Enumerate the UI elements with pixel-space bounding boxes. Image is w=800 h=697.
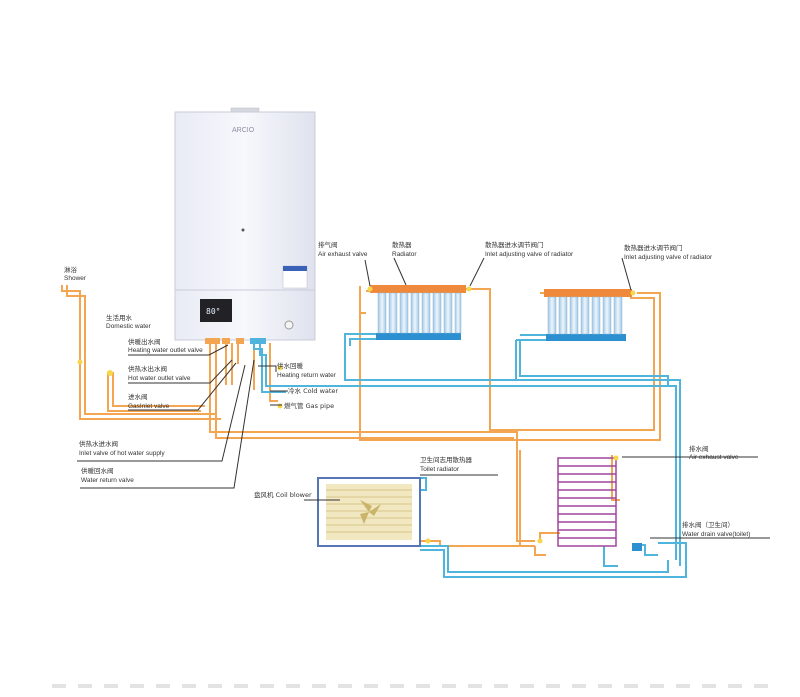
toilet-inlet-valve[interactable]: [537, 538, 543, 544]
label-gas-pipe: 燃气管 Gas pipe: [284, 401, 334, 410]
label-heating-outlet-en: Heating water outlet valve: [128, 347, 203, 354]
domestic-valve[interactable]: [107, 370, 113, 376]
boiler-unit: 80° ARCIO: [174, 107, 316, 344]
toilet-radiator: [557, 457, 617, 547]
gas-valve[interactable]: [277, 403, 283, 409]
label-inlet-adj-1-en: Inlet adjusting valve of radiator: [485, 251, 574, 258]
label-coil-blower: 盘风机 Coil blower: [254, 490, 312, 499]
label-inlet-adj-2-en: Inlet adjusting valve of radiator: [624, 254, 713, 261]
label-return-valve-cn: 供暖回水阀: [81, 466, 114, 475]
label-gas-inlet-cn: 进水阀: [128, 392, 148, 401]
label-radiator-en: Radiator: [392, 251, 417, 258]
radiator-1: [367, 285, 472, 340]
label-air-exhaust-1-cn: 排气阀: [318, 240, 338, 249]
inlet-adjusting-valve-2[interactable]: [630, 290, 636, 296]
boiler-brand: ARCIO: [232, 127, 255, 134]
coil-valve[interactable]: [425, 538, 431, 544]
label-inlet-hot-en: Inlet valve of hot water supply: [79, 450, 165, 457]
label-inlet-hot-cn: 供热水进水阀: [79, 439, 118, 448]
air-exhaust-valve-1[interactable]: [367, 286, 373, 292]
inlet-adjusting-valve-1[interactable]: [466, 286, 472, 292]
boiler-display: 80°: [206, 307, 220, 316]
heating-return-valve[interactable]: [277, 365, 283, 371]
label-gas-inlet-en: GasInlet valve: [128, 403, 170, 410]
label-heating-return-cn: 供水回暖: [277, 361, 304, 370]
label-radiator-cn: 散热器: [392, 240, 412, 249]
label-air-exhaust-1-en: Air exhaust valve: [318, 251, 368, 258]
label-drain-cn: 排水阀（卫生间）: [682, 520, 734, 529]
label-domestic-cn: 生活用水: [106, 313, 133, 322]
water-drain-valve[interactable]: [632, 543, 642, 551]
label-hot-outlet-en: Hot water outlet valve: [128, 375, 191, 382]
label-domestic-en: Domestic water: [106, 323, 152, 330]
label-air-exhaust-2-en: Air exhaust valve: [689, 454, 739, 461]
label-toilet-radiator-en: Toilet radiator: [420, 466, 460, 473]
label-heating-return-en: Heating return water: [277, 372, 337, 379]
leader-lines: [77, 257, 770, 539]
label-drain-en: Water drain valve(toilet): [682, 531, 750, 538]
label-air-exhaust-2-cn: 排水阀: [689, 444, 709, 453]
label-shower-cn: 淋浴: [64, 265, 78, 274]
label-toilet-radiator-cn: 卫生间志用散热器: [420, 455, 473, 464]
label-shower-en: Shower: [64, 275, 87, 282]
shower-valve[interactable]: [77, 359, 83, 365]
label-cold-water: 冷水 Cold water: [288, 386, 338, 395]
cold-water-pipes: [253, 333, 687, 578]
label-inlet-adj-1-cn: 散热器进水调节阀门: [485, 240, 544, 249]
label-heating-outlet-cn: 供暖出水阀: [128, 337, 161, 346]
label-return-valve-en: Water return valve: [81, 477, 134, 484]
hot-water-pipes: [61, 285, 661, 556]
toilet-air-exhaust-valve[interactable]: [613, 455, 619, 461]
label-hot-outlet-cn: 供热水出水阀: [128, 364, 167, 373]
label-inlet-adj-2-cn: 散热器进水调节阀门: [624, 243, 683, 252]
radiator-2: [544, 289, 636, 341]
coil-blower: [317, 477, 421, 547]
